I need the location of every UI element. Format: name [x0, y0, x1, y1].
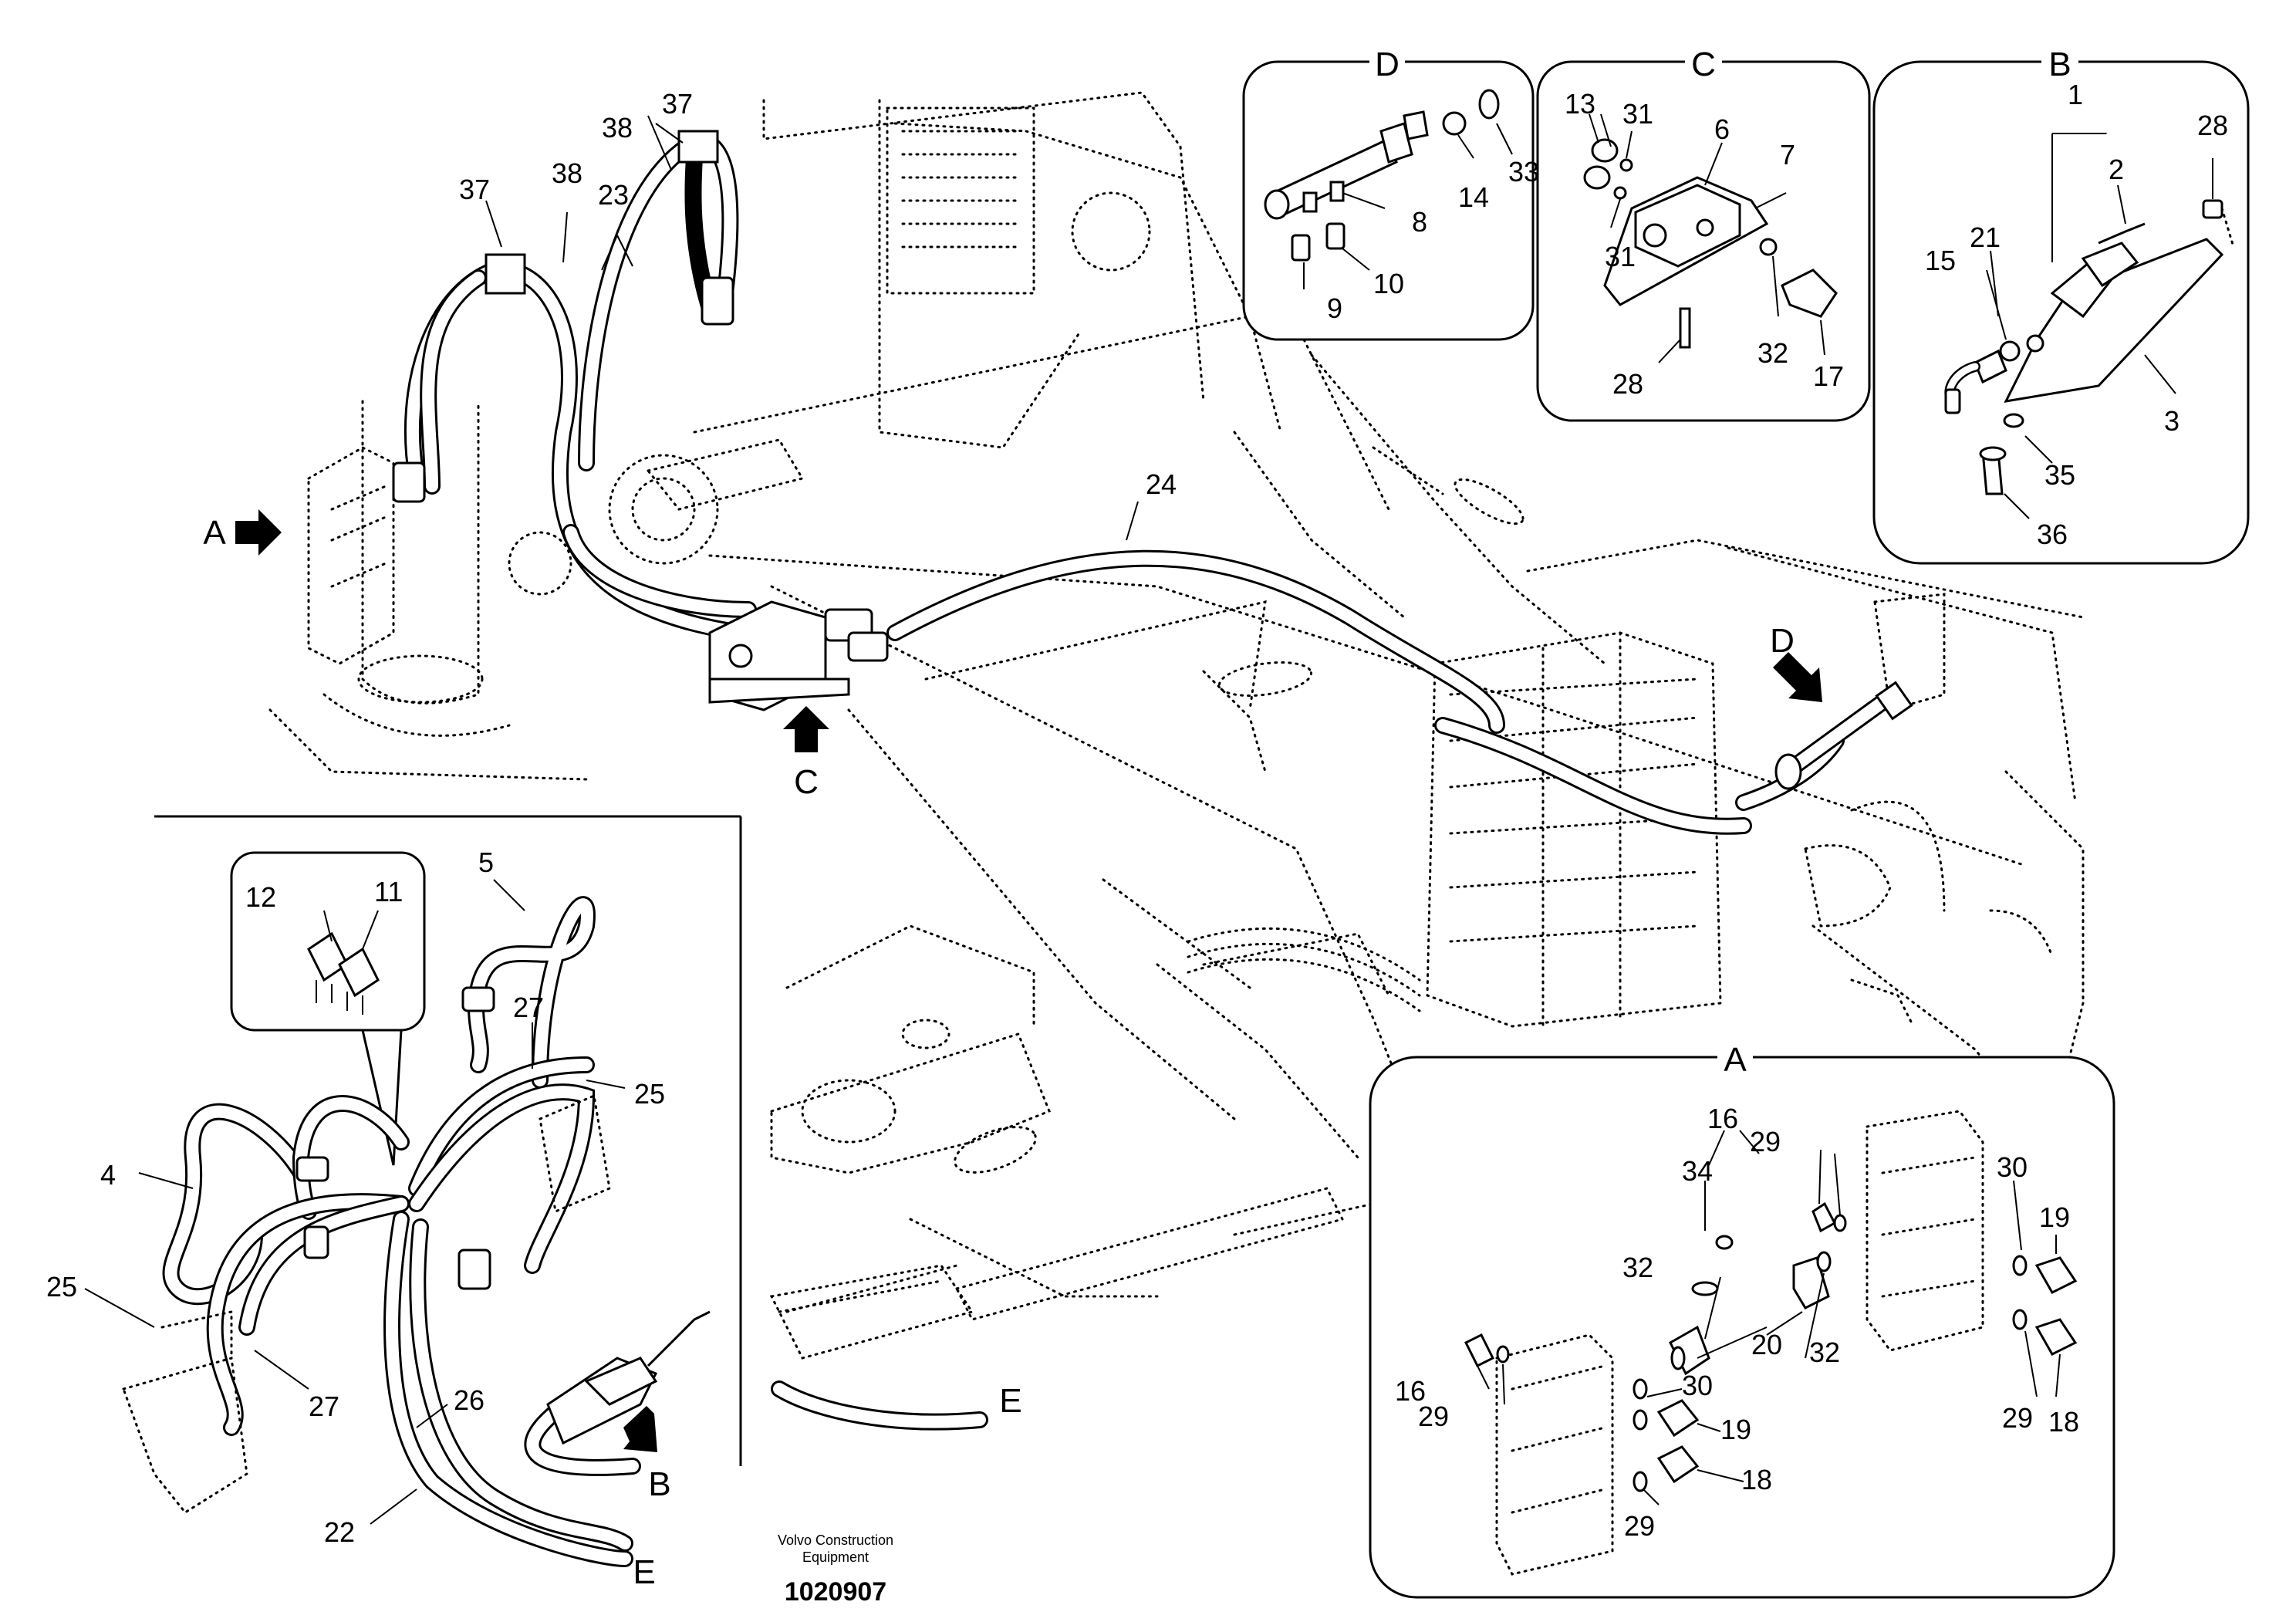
callout-8: 8	[1412, 206, 1427, 238]
view-label-b: B	[2048, 46, 2071, 83]
callout-38: 38	[552, 157, 582, 189]
callout-3: 3	[2164, 405, 2180, 437]
callout-24: 24	[1146, 468, 1177, 500]
callout-10: 10	[1373, 268, 1404, 299]
view-a-arrow	[235, 509, 282, 556]
callout-38: 38	[602, 112, 633, 144]
view-label-d: D	[1375, 46, 1400, 83]
callout-labels: 37 38 37 38 23 24 A C D 14 33 8 9 10 13 …	[46, 79, 2228, 1591]
callout-29: 29	[1624, 1510, 1655, 1542]
view-label-e: E	[999, 1382, 1021, 1420]
callout-22: 22	[324, 1516, 355, 1548]
callout-32: 32	[1622, 1252, 1653, 1283]
callout-25: 25	[634, 1078, 665, 1110]
callout-36: 36	[2037, 519, 2068, 550]
callout-31: 31	[1605, 241, 1636, 272]
callout-14: 14	[1458, 181, 1489, 213]
callout-29: 29	[1750, 1126, 1781, 1157]
view-label-e: E	[633, 1553, 655, 1591]
callout-21: 21	[1970, 221, 2001, 253]
callout-35: 35	[2044, 459, 2075, 491]
callout-29: 29	[2002, 1402, 2033, 1434]
callout-20: 20	[1751, 1329, 1782, 1360]
view-label-b: B	[648, 1465, 670, 1503]
callout-30: 30	[1682, 1370, 1713, 1401]
view-d-arrow	[1773, 652, 1822, 702]
lower-left-section	[122, 815, 742, 1567]
callout-37: 37	[459, 174, 490, 205]
drawing-caption: Volvo Construction Equipment 1020907	[778, 1532, 893, 1607]
detail-view-d: D	[1242, 46, 1535, 341]
callout-29: 29	[1418, 1401, 1449, 1432]
drawing-number: 1020907	[785, 1577, 886, 1607]
callout-32: 32	[1809, 1336, 1840, 1368]
callout-13: 13	[1565, 88, 1595, 120]
view-label-c: C	[1691, 46, 1716, 83]
callout-37: 37	[662, 88, 693, 120]
view-c-arrow	[783, 706, 829, 752]
hose-to-e	[769, 1264, 988, 1431]
callout-4: 4	[100, 1159, 116, 1191]
callout-27: 27	[309, 1391, 339, 1422]
callout-16: 16	[1707, 1103, 1738, 1134]
callout-12: 12	[245, 881, 276, 913]
callout-18: 18	[1741, 1464, 1772, 1495]
callout-26: 26	[454, 1384, 485, 1416]
callout-27: 27	[513, 992, 544, 1023]
callout-6: 6	[1714, 113, 1730, 145]
leader-lines	[84, 115, 1139, 1525]
callout-1: 1	[2068, 79, 2083, 110]
callout-7: 7	[1780, 139, 1795, 171]
callout-9: 9	[1327, 292, 1342, 324]
callout-32: 32	[1757, 337, 1788, 369]
view-label-d: D	[1770, 622, 1795, 660]
callout-28: 28	[2197, 110, 2228, 141]
callout-5: 5	[478, 846, 494, 878]
view-label-a: A	[203, 514, 226, 552]
callout-34: 34	[1682, 1155, 1713, 1187]
callout-30: 30	[1997, 1151, 2028, 1183]
callout-15: 15	[1925, 245, 1956, 276]
callout-11: 11	[374, 876, 403, 907]
main-hoses	[392, 130, 1913, 835]
detail-view-b: B	[1872, 46, 2250, 565]
view-label-a: A	[1724, 1041, 1747, 1079]
maker-name: Volvo Construction	[778, 1532, 893, 1548]
detail-view-c: C	[1536, 46, 1871, 422]
callout-19: 19	[1720, 1414, 1751, 1445]
callout-28: 28	[1612, 368, 1643, 400]
callout-19: 19	[2039, 1201, 2070, 1233]
maker-name-line-2: Equipment	[802, 1549, 869, 1565]
view-b-arrow	[623, 1406, 657, 1452]
callout-18: 18	[2048, 1406, 2079, 1438]
callout-17: 17	[1813, 360, 1844, 392]
detail-view-a: A	[1369, 1041, 2115, 1599]
callout-2: 2	[2109, 154, 2124, 185]
callout-33: 33	[1508, 156, 1539, 188]
callout-23: 23	[598, 179, 629, 211]
callout-31: 31	[1622, 98, 1653, 130]
callout-25: 25	[46, 1271, 77, 1303]
callout-16: 16	[1395, 1375, 1426, 1407]
view-label-c: C	[794, 763, 819, 801]
